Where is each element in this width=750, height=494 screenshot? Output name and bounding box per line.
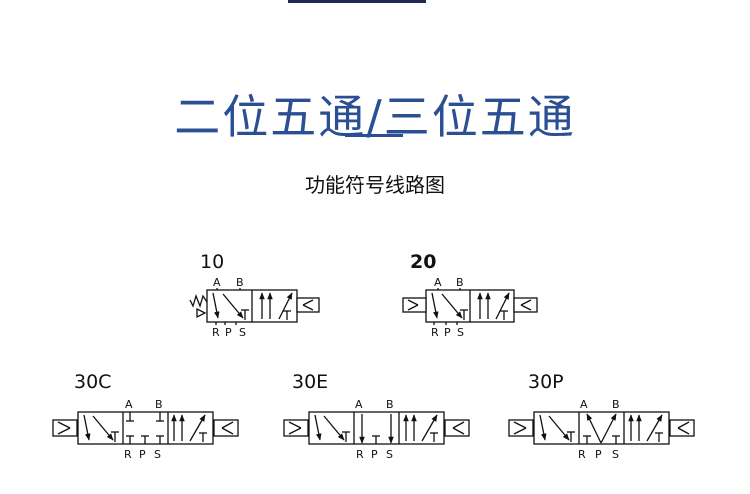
valve-symbol-30p: 30P A B R P S: [508, 371, 695, 461]
port-label-a: A: [125, 398, 133, 411]
symbol-code-30e: 30E: [292, 371, 328, 393]
solenoid-icon: [402, 297, 427, 313]
port-label-b: B: [456, 276, 464, 289]
port-label-s: S: [612, 448, 619, 461]
title-underline: [345, 134, 403, 137]
port-label-b: B: [236, 276, 244, 289]
spring-icon: [189, 294, 208, 308]
port-label-a: A: [213, 276, 221, 289]
port-label-b: B: [386, 398, 394, 411]
port-label-a: A: [355, 398, 363, 411]
port-label-p: P: [225, 326, 232, 339]
port-label-b: B: [612, 398, 620, 411]
valve-symbol-30e: 30E A B R P S: [283, 371, 470, 461]
valve-symbol-30c: 30C A B R P S: [52, 371, 239, 461]
symbol-code-20: 20: [410, 251, 436, 273]
solenoid-icon: [213, 419, 239, 437]
port-label-s: S: [386, 448, 393, 461]
page-subtitle: 功能符号线路图: [305, 173, 445, 197]
port-label-s: S: [239, 326, 246, 339]
port-label-p: P: [139, 448, 146, 461]
port-label-s: S: [457, 326, 464, 339]
port-label-p: P: [595, 448, 602, 461]
port-label-r: R: [356, 448, 364, 461]
valve-symbol-10: 10 A B R P S: [189, 251, 320, 339]
port-label-r: R: [212, 326, 220, 339]
solenoid-icon: [669, 419, 695, 437]
symbol-code-10: 10: [200, 251, 224, 273]
valve-symbol-20: 20 A B R P S: [402, 251, 538, 339]
solenoid-icon: [296, 297, 320, 313]
port-label-r: R: [431, 326, 439, 339]
port-label-s: S: [154, 448, 161, 461]
manual-override-icon: [196, 307, 207, 319]
solenoid-icon: [52, 419, 78, 437]
port-label-b: B: [155, 398, 163, 411]
symbol-code-30p: 30P: [528, 371, 564, 393]
port-label-a: A: [580, 398, 588, 411]
valve-body: [533, 411, 670, 445]
port-label-r: R: [578, 448, 586, 461]
port-label-r: R: [124, 448, 132, 461]
solenoid-icon: [508, 419, 534, 437]
symbol-code-30c: 30C: [74, 371, 111, 393]
solenoid-icon: [444, 419, 470, 437]
solenoid-icon: [283, 419, 309, 437]
top-decoration-strip: [288, 0, 426, 3]
port-label-p: P: [444, 326, 451, 339]
solenoid-icon: [513, 297, 538, 313]
port-label-p: P: [371, 448, 378, 461]
port-label-a: A: [434, 276, 442, 289]
